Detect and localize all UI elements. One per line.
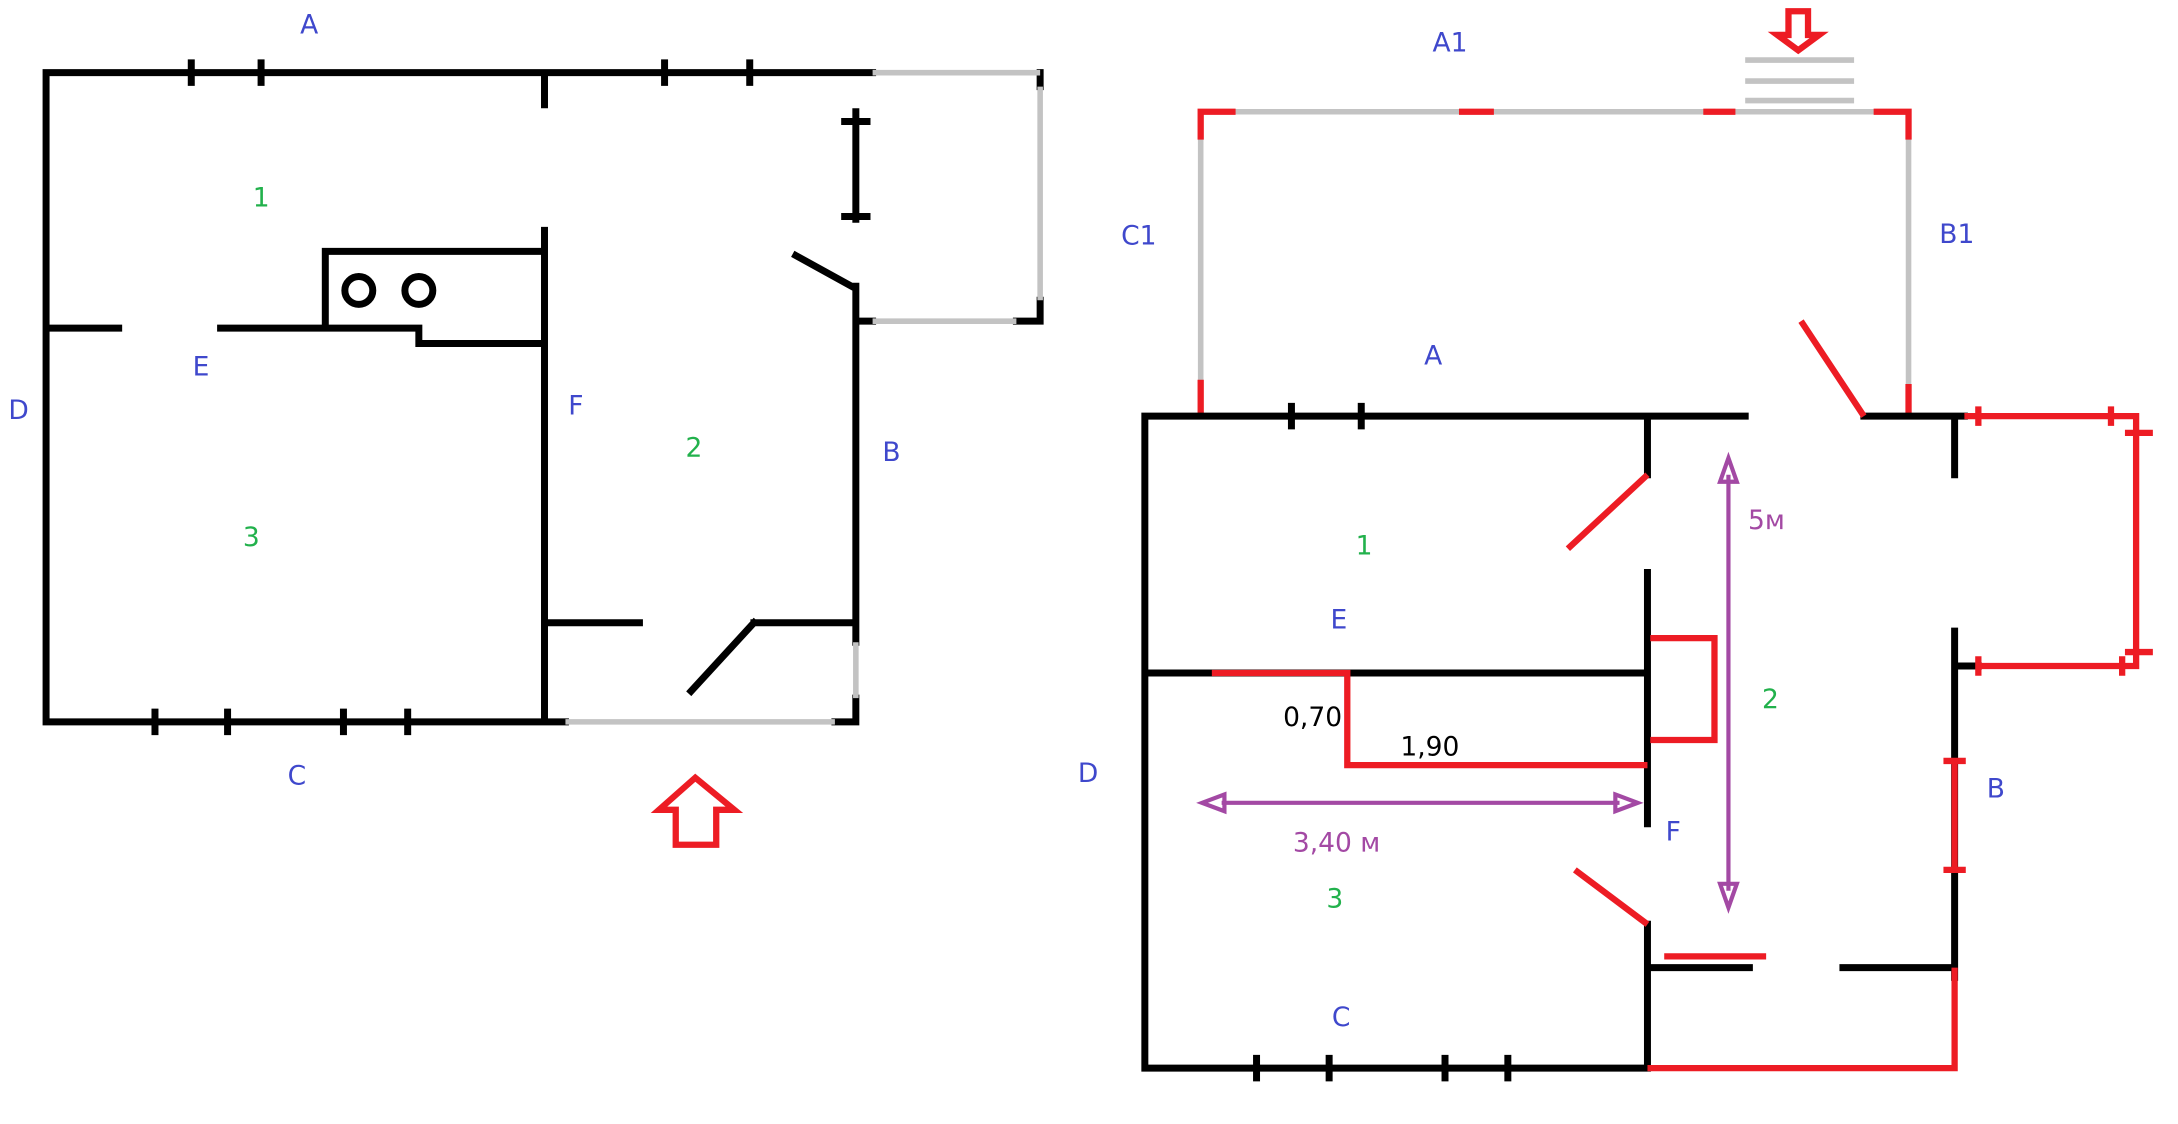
dimension-arrow-vertical	[1717, 451, 1740, 914]
new-walls	[1211, 319, 2153, 1072]
wall-label-c: C	[1332, 1002, 1351, 1033]
walls	[1141, 412, 1982, 1072]
wall-label-a: A	[300, 10, 318, 41]
room-label-1: 1	[1356, 530, 1373, 561]
room-label-2: 2	[686, 433, 703, 464]
glass-walls	[565, 69, 1043, 725]
dimension-horizontal-label: 3,40 м	[1293, 828, 1380, 859]
stove-burner-icon	[401, 272, 437, 308]
wall-label-b1: B1	[1939, 219, 1974, 250]
wall-label-b: B	[882, 437, 900, 468]
right-floor-plan: A1 C1 B1 A B C D E F 1 2 3 5м 3,40 м 0,7…	[1078, 8, 2153, 1082]
window-ticks	[1253, 402, 1512, 1082]
dimension-depth-label: 0,70	[1283, 702, 1342, 733]
wall-label-b: B	[1987, 773, 2005, 804]
room-label-3: 3	[243, 522, 260, 553]
window-ticks	[151, 59, 754, 736]
wall-label-e: E	[1331, 604, 1348, 635]
wall-label-a1: A1	[1432, 28, 1467, 59]
wall-label-d: D	[1078, 758, 1098, 789]
wall-label-c: C	[288, 761, 307, 792]
left-floor-plan: A B C D E F 1 2 3	[8, 10, 1044, 848]
stairs-arrow-icon	[1767, 8, 1829, 55]
wall-label-d: D	[8, 395, 28, 426]
room-label-1: 1	[253, 183, 270, 214]
stove-burner-icon	[341, 272, 377, 308]
room-label-2: 2	[1762, 684, 1779, 715]
glass-walls	[1197, 57, 1912, 417]
entrance-arrow-icon	[650, 773, 744, 848]
room-label-3: 3	[1326, 884, 1343, 915]
wall-label-a: A	[1424, 340, 1442, 371]
wall-label-c1: C1	[1121, 220, 1156, 251]
walls	[42, 69, 1044, 726]
dimension-vertical-label: 5м	[1748, 505, 1785, 536]
wall-label-f: F	[1666, 817, 1681, 848]
wall-label-f: F	[568, 391, 583, 422]
glass-frame-marks	[1197, 108, 1912, 417]
wall-label-e: E	[193, 352, 210, 383]
dimension-arrow-horizontal	[1196, 791, 1644, 815]
dimension-length-label: 1,90	[1400, 731, 1459, 762]
